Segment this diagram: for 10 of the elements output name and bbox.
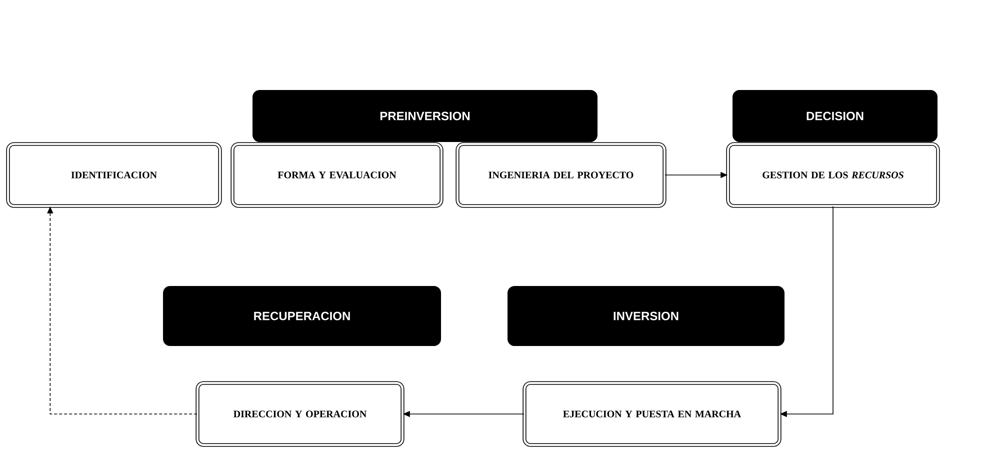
stage-banner: DECISION — [732, 90, 938, 142]
stage-banner: INVERSION — [508, 286, 784, 346]
process-box: EJECUCION Y PUESTA EN MARCHA — [522, 381, 782, 447]
process-box: INGENIERIA DEL PROYECTO — [456, 142, 666, 208]
process-box: IDENTIFICACION — [6, 142, 222, 208]
process-box: GESTION DE LOS RECURSOS — [726, 142, 940, 208]
stage-banner: RECUPERACION — [163, 286, 441, 346]
stage-banner: PREINVERSION — [252, 90, 598, 142]
process-box: FORMA Y EVALUACION — [230, 142, 444, 208]
process-box: DIRECCION Y OPERACION — [196, 381, 404, 447]
